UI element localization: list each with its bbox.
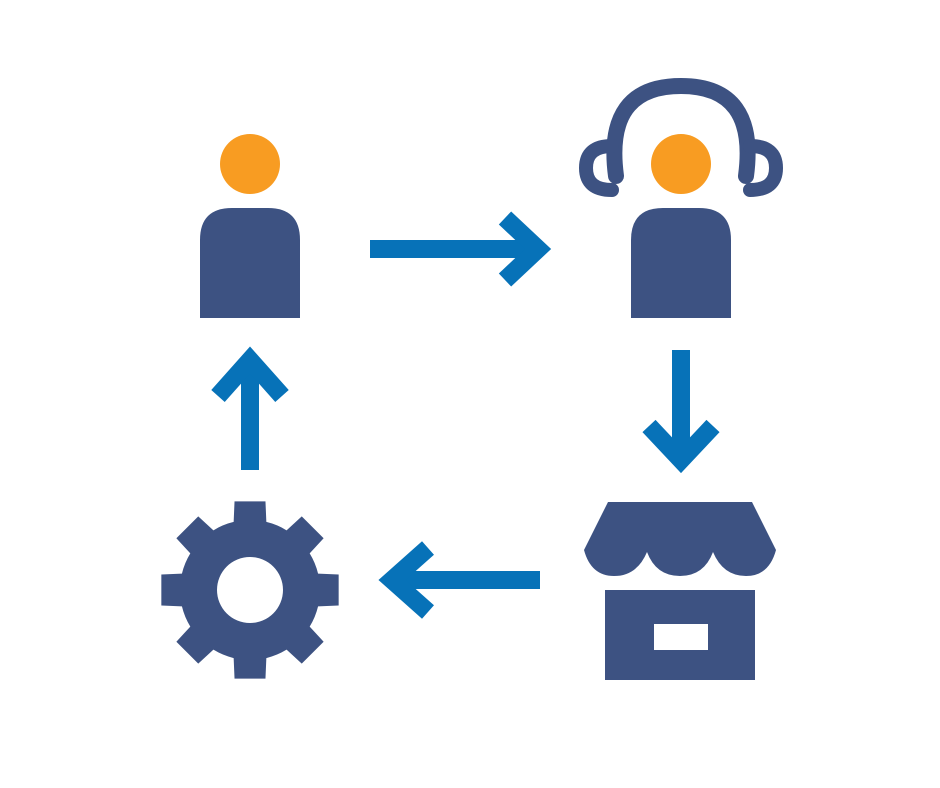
storefront-icon (584, 502, 776, 680)
agent-body (631, 208, 731, 318)
store-building (605, 590, 755, 680)
arrow-down-head (642, 419, 720, 474)
headset-person-icon (578, 77, 784, 318)
agent-head (651, 134, 711, 194)
store-awning (584, 502, 776, 576)
arrow-left-head (378, 541, 434, 619)
arrow-up-icon (211, 346, 289, 470)
gear-icon (161, 501, 339, 679)
person-icon (200, 134, 300, 318)
arrow-right-icon (370, 211, 552, 287)
headset-left-ear (578, 139, 619, 197)
gear-shape (161, 501, 339, 679)
person-body (200, 208, 300, 318)
person-head (220, 134, 280, 194)
headset-right-ear (743, 139, 784, 197)
headset-band (606, 77, 756, 184)
arrow-down-icon (642, 350, 720, 474)
arrow-left-icon (378, 541, 540, 619)
arrow-up-head (211, 346, 289, 402)
arrow-right-head (498, 211, 552, 287)
